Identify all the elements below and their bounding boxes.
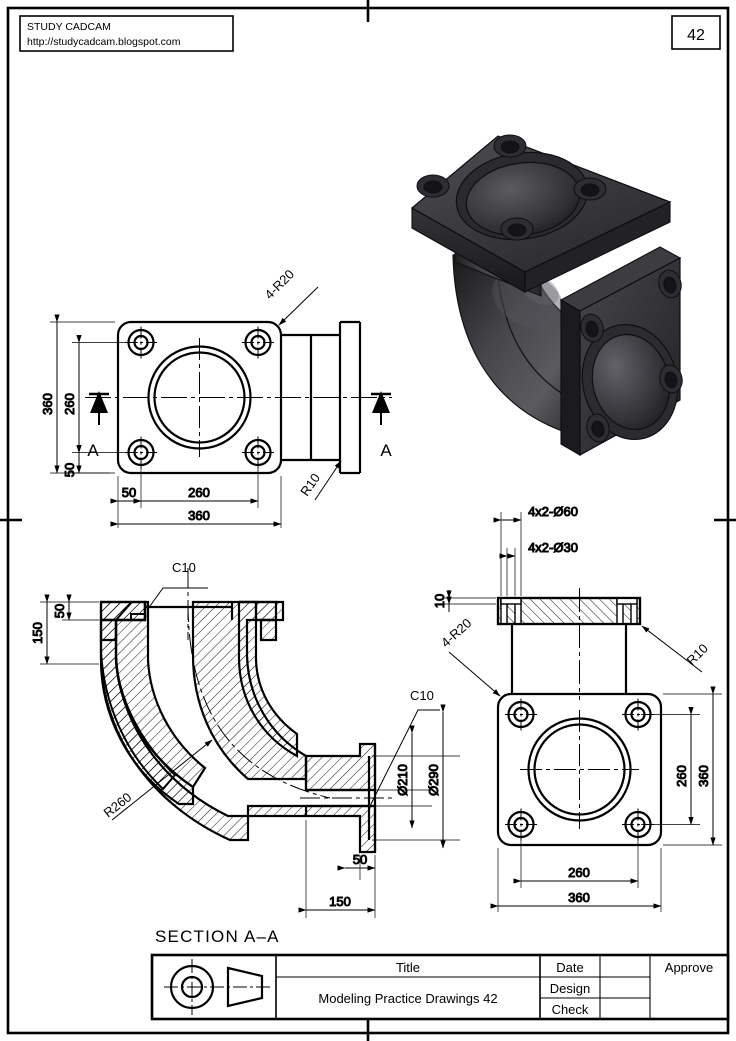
leader-label-c10-top: C10 (172, 560, 196, 575)
logo-block: STUDY CADCAM http://studycadcam.blogspot… (19, 15, 234, 52)
dim-side-v-260: 260 (674, 765, 689, 787)
first-angle-projection-symbol (164, 959, 272, 1015)
logo-url: http://studycadcam.blogspot.com (27, 36, 181, 48)
dim-front-v-260: 260 (62, 393, 77, 415)
dim-front-v-360: 360 (40, 393, 55, 415)
page-number-block: 42 (671, 15, 721, 50)
side-bore-centerlines (520, 710, 639, 829)
check-label: Check (552, 1002, 589, 1017)
dim-section-50h: 50 (353, 852, 367, 867)
dim-front-h-260: 260 (188, 485, 210, 500)
section-diameter-dims: Ø210 Ø290 (372, 704, 460, 849)
side-top-flange (496, 596, 642, 626)
title-block: Title Modeling Practice Drawings 42 Date… (150, 953, 730, 1021)
design-label: Design (550, 981, 590, 996)
dim-side-hole: 4x2-Ø30 (528, 540, 578, 555)
section-horizontal-dims: 50 150 (298, 820, 376, 918)
section-bend-centerline (187, 601, 331, 799)
iso-right-bolt-holes (580, 269, 683, 443)
section-topflange-foot-right (259, 618, 278, 642)
section-arrow-left: A (87, 391, 109, 460)
front-horizontal-dims: 50 260 360 (110, 466, 282, 528)
dim-section-50v: 50 (52, 604, 67, 618)
dim-front-h-50: 50 (122, 485, 136, 500)
iso-top-flange (410, 134, 672, 293)
leader-label-r10-side: R10 (684, 641, 711, 668)
side-flange-outline (496, 692, 663, 847)
dim-side-h-260: 260 (568, 865, 590, 880)
leader-c10-right: C10 (369, 688, 440, 807)
dim-side-10: 10 (432, 594, 447, 608)
section-letter-left: A (87, 441, 99, 460)
section-caption: SECTION A–A (155, 927, 280, 946)
leader-4r20-front: 4-R20 (262, 266, 319, 326)
page-number: 42 (687, 27, 705, 44)
iso-highlight (492, 270, 564, 330)
dim-front-h-360: 360 (188, 508, 210, 523)
side-flange-view: 4x2-Ø60 4x2-Ø30 10 R10 4-R20 (432, 504, 722, 912)
iso-top-bolt-holes (416, 134, 607, 241)
front-vertical-dims: 360 260 50 (40, 314, 138, 478)
side-hole-dims: 4x2-Ø60 4x2-Ø30 (493, 504, 578, 596)
isometric-pipe-elbow (410, 134, 683, 457)
side-neck (510, 624, 628, 694)
leader-label-4r20-front: 4-R20 (262, 266, 298, 302)
dim-section-d210: Ø210 (395, 764, 410, 796)
leader-r10-front: R10 (297, 460, 342, 501)
side-horizontal-dims: 260 360 (490, 838, 662, 912)
section-wallband-left (114, 600, 207, 789)
section-topflange-foot-left (99, 618, 118, 642)
section-vertical-dims: 150 50 (30, 594, 99, 665)
section-a-a-view: R260 C10 C10 150 50 (30, 560, 460, 946)
iso-right-flange (559, 246, 683, 457)
leader-r10-side: R10 (641, 625, 711, 673)
section-right-flange-lower (246, 804, 377, 854)
front-flange-view: 4-R20 R10 A A 360 (40, 266, 392, 528)
dim-section-150h: 150 (329, 894, 351, 909)
front-bolt-holes (125, 326, 274, 469)
dim-front-v-50: 50 (62, 463, 77, 477)
leader-4r20-side: 4-R20 (438, 615, 501, 697)
title-value: Modeling Practice Drawings 42 (318, 991, 497, 1006)
section-arrow-right: A (371, 391, 392, 460)
side-depth-dim: 10 (432, 590, 496, 612)
leader-c10-top: C10 (149, 560, 208, 607)
dim-side-v-360: 360 (696, 765, 711, 787)
leader-label-4r20-side: 4-R20 (438, 615, 474, 650)
dim-side-h-360: 360 (568, 890, 590, 905)
dim-section-150: 150 (30, 622, 45, 644)
date-label: Date (556, 960, 583, 975)
section-body (99, 600, 377, 854)
section-letter-right: A (380, 441, 392, 460)
side-vertical-dims: 260 360 (641, 686, 722, 846)
title-header: Title (396, 960, 420, 975)
leader-label-c10-right: C10 (410, 688, 434, 703)
dim-side-cbore: 4x2-Ø60 (528, 504, 578, 519)
approve-label: Approve (665, 960, 713, 975)
section-right-flange-upper (304, 742, 377, 792)
dim-section-d290: Ø290 (426, 764, 441, 796)
logo-title: STUDY CADCAM (27, 21, 111, 33)
